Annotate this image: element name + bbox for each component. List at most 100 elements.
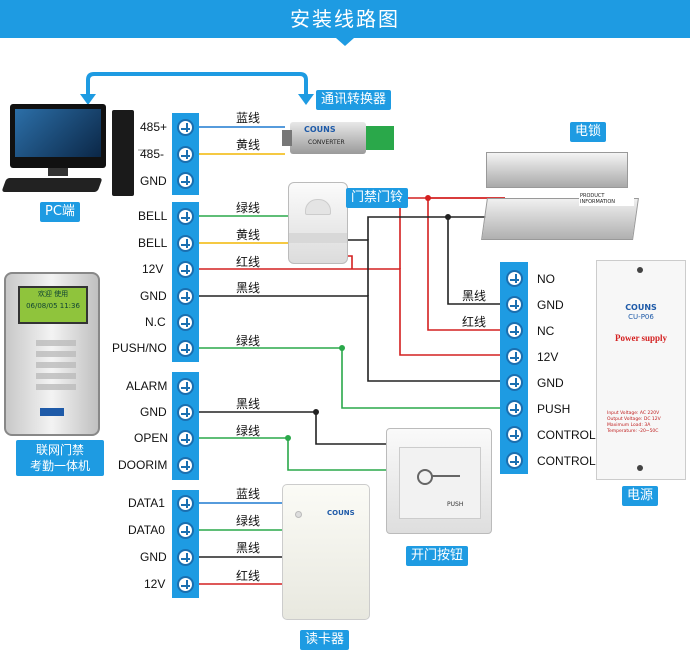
lock-plate-label: PRODUCT INFORMATION: [579, 192, 634, 206]
terminal-label: DATA1: [128, 496, 165, 510]
power-terminal-label: PUSH: [537, 402, 571, 416]
wire-label: 黑线: [462, 289, 487, 303]
wire-label: 绿线: [236, 334, 261, 348]
screw-icon: [177, 208, 194, 225]
power-terminal-label: CONTROL: [537, 428, 596, 442]
wire-label: 绿线: [236, 201, 261, 215]
key-icon: [417, 469, 433, 485]
pc-label: PC端: [40, 202, 80, 222]
screw-icon: [177, 119, 194, 136]
power-terminal-label: NO: [537, 272, 555, 286]
wire-12v: [197, 268, 500, 356]
access-controller: 欢迎 使用 06/08/05 11:36: [4, 272, 100, 436]
power-supply: COUNS CU-P06 Power supply Input Voltage:…: [596, 260, 686, 480]
screw-icon: [177, 288, 194, 305]
converter-text: CONVERTER: [308, 139, 345, 146]
page-title: 安装线路图: [0, 0, 690, 38]
card-reader-device: COUNS: [282, 484, 370, 620]
screw-icon: [177, 378, 194, 395]
header-pointer: [336, 38, 354, 46]
wire-label: 红线: [462, 315, 487, 329]
screen-line: 06/08/05 11:36: [26, 302, 80, 310]
power-specs: Input Voltage: AC 220V Output Voltage: D…: [607, 411, 661, 435]
power-label: 电源: [622, 486, 659, 506]
wire-label: 蓝线: [236, 111, 261, 125]
controller-label-line1: 联网门禁: [35, 443, 84, 457]
doorbell-label: 门禁门铃: [346, 188, 409, 208]
screw-icon: [506, 270, 523, 287]
wire-label: 红线: [236, 255, 261, 269]
exit-push-text: PUSH: [447, 501, 464, 508]
screw-icon: [506, 452, 523, 469]
screw-icon: [177, 172, 194, 189]
controller-label-line2: 考勤一体机: [29, 459, 90, 473]
wire-label: 黄线: [236, 228, 261, 242]
terminal-label: 485+: [140, 120, 168, 134]
doorbell-black: [345, 239, 369, 296]
doorbell-device: [288, 182, 348, 264]
wire-label: 蓝线: [236, 487, 261, 501]
card-reader-label: 读卡器: [300, 630, 350, 650]
card-reader-brand: COUNS: [327, 509, 355, 517]
screw-icon: [177, 430, 194, 447]
lock-magnet: [486, 152, 628, 188]
wire-label: 黑线: [236, 397, 261, 411]
screw-icon: [177, 146, 194, 163]
arrow-head-right: [298, 94, 314, 105]
terminal-label: 12V: [142, 262, 164, 276]
lock-device: PRODUCT INFORMATION: [481, 146, 639, 242]
screw-icon: [177, 261, 194, 278]
power-terminal-label: NC: [537, 324, 555, 338]
screw-icon: [506, 400, 523, 417]
screw-icon: [506, 322, 523, 339]
power-title: Power supply: [614, 333, 668, 343]
power-spec-line: Temperature: -20~50C: [607, 429, 659, 434]
power-terminal-label: GND: [537, 376, 564, 390]
terminal-label: BELL: [138, 236, 168, 250]
power-model: CU-P06: [628, 313, 654, 321]
wire-label: 绿线: [236, 514, 261, 528]
screw-icon: [177, 522, 194, 539]
power-spec-line: Output Voltage: DC 12V: [607, 417, 661, 422]
lock-black-1: [447, 216, 500, 305]
power-terminal-label: CONTROL: [537, 454, 596, 468]
power-terminal-label: GND: [537, 298, 564, 312]
screw-icon: [177, 404, 194, 421]
pc-monitor: [10, 104, 106, 168]
screw-icon: [177, 576, 194, 593]
terminal-label: GND: [140, 550, 167, 564]
wire-open: [197, 437, 390, 471]
converter-device: COUNS CONVERTER: [282, 118, 402, 158]
screw-icon: [177, 235, 194, 252]
exit-button-label: 开门按钮: [406, 546, 469, 566]
screen-line: 欢迎 使用: [37, 290, 69, 298]
wire-push: [197, 347, 500, 409]
converter-brand: COUNS: [304, 125, 336, 134]
pc-converter-arrow: [86, 72, 308, 100]
power-brand: COUNS: [625, 303, 657, 312]
terminal-label: OPEN: [134, 431, 169, 445]
converter-label: 通讯转换器: [316, 90, 392, 110]
power-spec-line: Input Voltage: AC 220V: [607, 411, 660, 416]
terminal-label: DATA0: [128, 523, 165, 537]
wire-label: 黄线: [236, 138, 261, 152]
power-spec-line: Maximum Load: 3A: [607, 423, 651, 428]
screw-icon: [177, 495, 194, 512]
terminal-label: 485-: [140, 147, 165, 161]
pc-device: [1, 104, 134, 196]
controller-label: 联网门禁 考勤一体机: [16, 440, 104, 476]
exit-button-device: PUSH: [386, 428, 492, 534]
screw-icon: [506, 296, 523, 313]
terminal-block-bell: [172, 202, 199, 362]
arrow-head-left: [80, 94, 96, 105]
pc-tower: [112, 110, 134, 196]
screw-icon: [506, 426, 523, 443]
lock-black-2: [367, 216, 448, 240]
screw-icon: [177, 340, 194, 357]
wire-label: 红线: [236, 569, 261, 583]
terminal-label: DOORIM: [118, 458, 168, 472]
terminal-label: ALARM: [126, 379, 168, 393]
terminal-label: BELL: [138, 209, 168, 223]
controller-logo: [40, 408, 64, 416]
